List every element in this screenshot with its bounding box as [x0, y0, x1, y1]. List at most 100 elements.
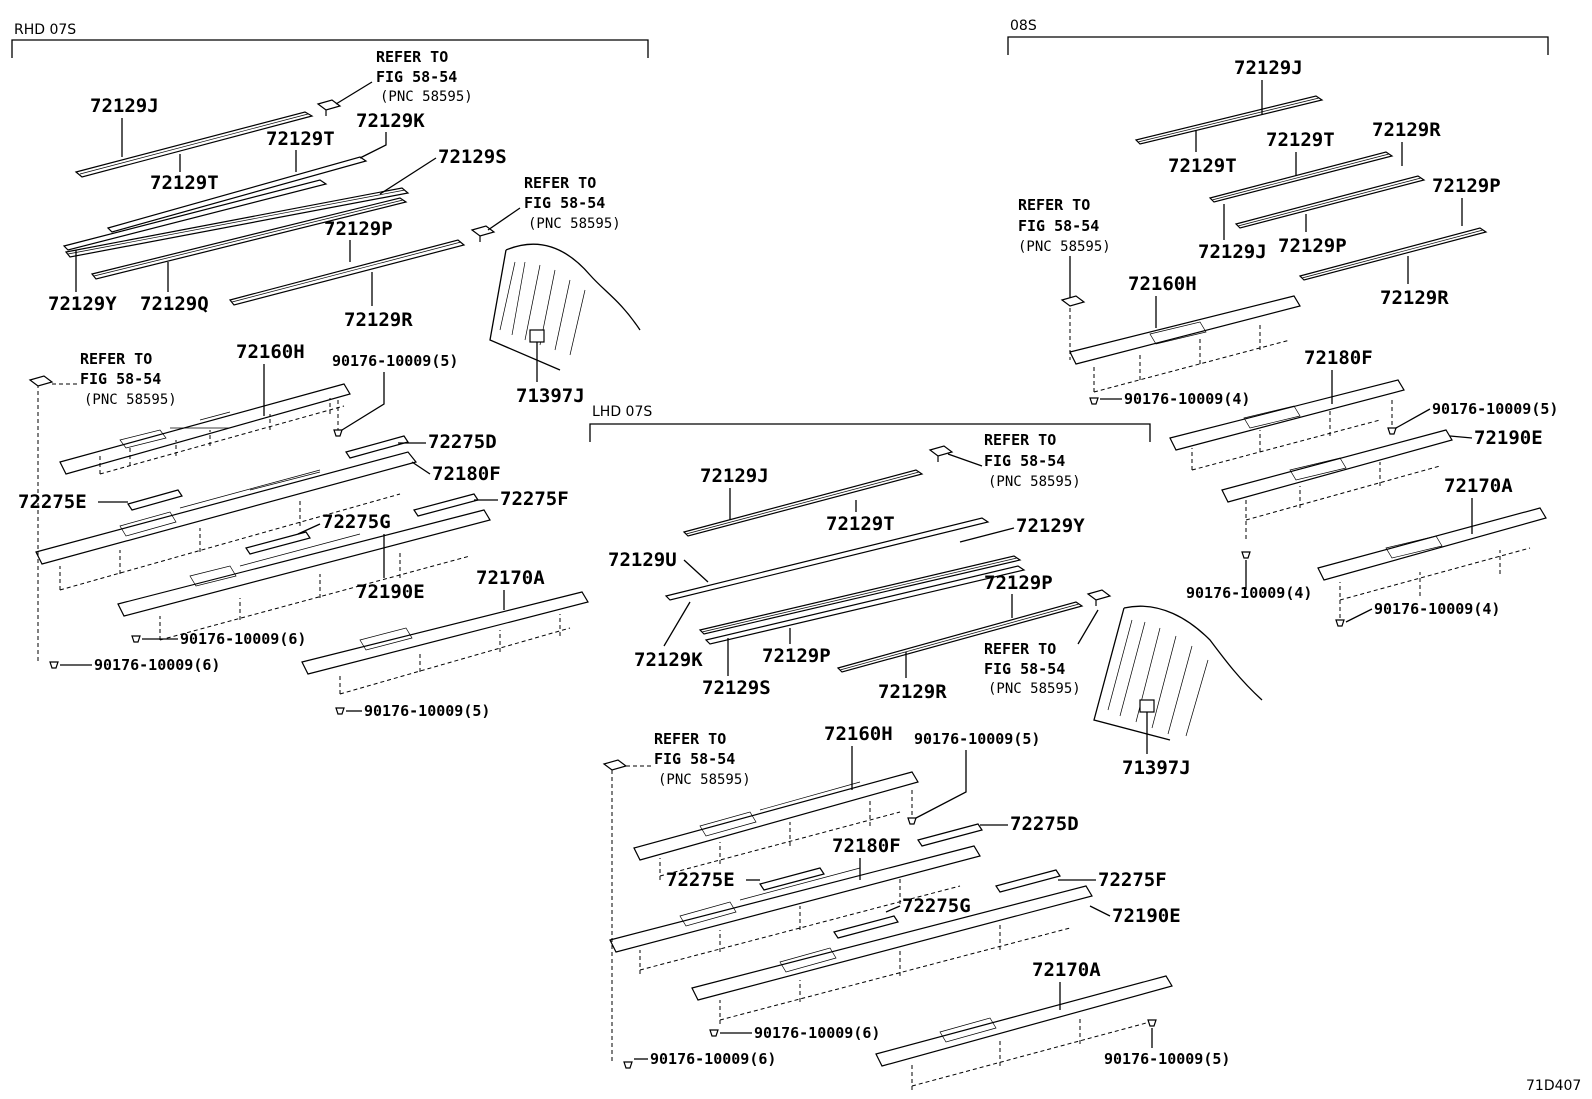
rhd-72170A-label: 72170A [476, 567, 545, 589]
rhd-refer-2-l2: FIG 58-54 [524, 194, 605, 212]
rhd-72129P-label: 72129P [324, 218, 393, 240]
rhd-72129Y-label: 72129Y [48, 293, 117, 315]
lhd-72129U-label: 72129U [608, 549, 677, 571]
s08-bolt-1 [1089, 397, 1099, 405]
lhd-72129R-label: 72129R [878, 681, 947, 703]
lhd-bracket [589, 423, 1151, 442]
lhd-72129P-a-label: 72129P [984, 572, 1053, 594]
rhd-refer-3-l3: (PNC 58595) [84, 392, 177, 408]
section-lhd-label: LHD 07S [592, 404, 652, 420]
rhd-72275D-label: 72275D [428, 431, 497, 453]
s08-72129J-a-label: 72129J [1234, 57, 1303, 79]
rhd-refer-1-l1: REFER TO [376, 48, 448, 66]
lhd-refer-1-l1: REFER TO [984, 431, 1056, 449]
s08-72129J-b-label: 72129J [1198, 241, 1267, 263]
lhd-refer-2-l3: (PNC 58595) [988, 681, 1081, 697]
lhd-refer-1-l2: FIG 58-54 [984, 452, 1065, 470]
rhd-strips [62, 111, 466, 306]
s08-72129P-a-label: 72129P [1432, 175, 1501, 197]
s08-b4-b-label: 90176-10009(4) [1186, 584, 1312, 602]
rhd-72129Q-label: 72129Q [140, 293, 209, 315]
lhd-b6-b-label: 90176-10009(6) [650, 1050, 776, 1068]
lhd-72170A-label: 72170A [1032, 959, 1101, 981]
lhd-72275D-label: 72275D [1010, 813, 1079, 835]
s08-bolt-3 [1241, 551, 1251, 559]
lhd-bolt-2 [709, 1029, 719, 1037]
rhd-72180F-label: 72180F [432, 463, 501, 485]
lhd-clip-3 [602, 759, 628, 771]
lhd-refer-3-l3: (PNC 58595) [658, 772, 751, 788]
rhd-refer-1-l2: FIG 58-54 [376, 68, 457, 86]
rhd-72129R-label: 72129R [344, 309, 413, 331]
rhd-bolt-3 [49, 661, 59, 669]
rhd-72275G-label: 72275G [322, 511, 391, 533]
lhd-b5-b-label: 90176-10009(5) [1104, 1050, 1230, 1068]
lhd-bolt-3 [623, 1061, 633, 1069]
lhd-rails [609, 770, 1173, 1090]
s08-strips [1134, 95, 1488, 281]
rhd-bolt-1 [333, 429, 343, 437]
s08-refer-l1: REFER TO [1018, 196, 1090, 214]
section-rhd-label: RHD 07S [14, 22, 76, 38]
s08-bracket [1007, 36, 1549, 55]
lhd-seat-illustration [1093, 605, 1263, 754]
s08-72129T-b-label: 72129T [1266, 129, 1335, 151]
lhd-bolt-1 [907, 817, 917, 825]
rhd-bolt-4 [335, 707, 345, 715]
s08-refer-l3: (PNC 58595) [1018, 239, 1111, 255]
s08-refer-l2: FIG 58-54 [1018, 217, 1099, 235]
rhd-71397J-label: 71397J [516, 385, 585, 407]
lhd-refer-2-l1: REFER TO [984, 640, 1056, 658]
rhd-refer-3-l1: REFER TO [80, 350, 152, 368]
rhd-clip-3 [28, 375, 54, 387]
lhd-72129K-label: 72129K [634, 649, 703, 671]
rhd-72190E-label: 72190E [356, 581, 425, 603]
rhd-bracket [11, 39, 649, 58]
lhd-72275F-label: 72275F [1098, 869, 1167, 891]
rhd-72129J-label: 72129J [90, 95, 159, 117]
lhd-72129S-label: 72129S [702, 677, 771, 699]
rhd-72275E-label: 72275E [18, 491, 87, 513]
rhd-b5-label: 90176-10009(5) [332, 352, 458, 370]
s08-b4-c-label: 90176-10009(4) [1374, 600, 1500, 618]
rhd-72275F-label: 72275F [500, 488, 569, 510]
lhd-72129T-label: 72129T [826, 513, 895, 535]
rhd-bolt-2 [131, 635, 141, 643]
lhd-72129J-label: 72129J [700, 465, 769, 487]
rhd-b5-b-label: 90176-10009(5) [364, 702, 490, 720]
lhd-refer-2-l2: FIG 58-54 [984, 660, 1065, 678]
s08-72190E-label: 72190E [1474, 427, 1543, 449]
lhd-72129Y-label: 72129Y [1016, 515, 1085, 537]
s08-clip [1060, 295, 1086, 307]
rhd-seat-illustration [489, 243, 641, 382]
s08-b4-a-label: 90176-10009(4) [1124, 390, 1250, 408]
lhd-72129P-b-label: 72129P [762, 645, 831, 667]
s08-72129R-b-label: 72129R [1380, 287, 1449, 309]
lhd-bolt-4 [1147, 1019, 1157, 1027]
s08-b5-label: 90176-10009(5) [1432, 400, 1558, 418]
rhd-b6-b-label: 90176-10009(6) [94, 656, 220, 674]
lhd-72160H-label: 72160H [824, 723, 893, 745]
lhd-clip-1 [928, 445, 954, 462]
rhd-72129T-a-label: 72129T [150, 172, 219, 194]
s08-72129R-a-label: 72129R [1372, 119, 1441, 141]
lhd-strips [664, 469, 1084, 673]
s08-72129P-b-label: 72129P [1278, 235, 1347, 257]
rhd-clip-1 [316, 99, 342, 116]
lhd-72190E-label: 72190E [1112, 905, 1181, 927]
s08-72180F-label: 72180F [1304, 347, 1373, 369]
s08-72129T-a-label: 72129T [1168, 155, 1237, 177]
rhd-refer-1-l3: (PNC 58595) [380, 89, 473, 105]
lhd-72275E-label: 72275E [666, 869, 735, 891]
rhd-72129K-label: 72129K [356, 110, 425, 132]
lhd-72275G-label: 72275G [902, 895, 971, 917]
rhd-refer-3-l2: FIG 58-54 [80, 370, 161, 388]
rhd-refer-2-l1: REFER TO [524, 174, 596, 192]
s08-72160H-label: 72160H [1128, 273, 1197, 295]
s08-72170A-label: 72170A [1444, 475, 1513, 497]
figure-code: 71D407 [1526, 1078, 1581, 1094]
rhd-72160H-label: 72160H [236, 341, 305, 363]
lhd-72180F-label: 72180F [832, 835, 901, 857]
s08-bolt-4 [1335, 619, 1345, 627]
